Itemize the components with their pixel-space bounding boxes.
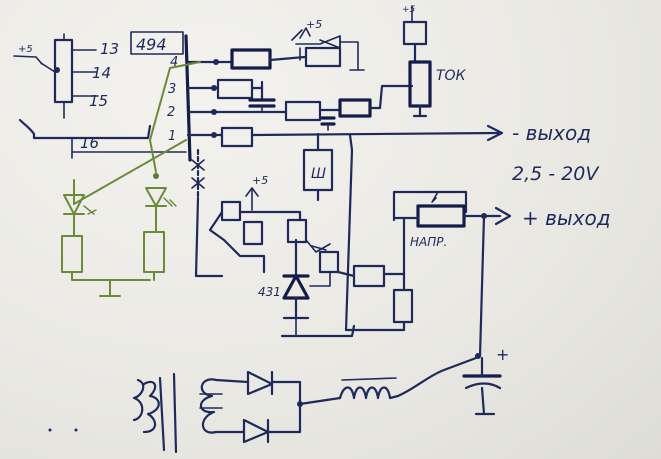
- pin-14: 14: [92, 64, 111, 82]
- green-indicators: [61, 61, 201, 297]
- voltage-adjust: + выход НАПР.: [336, 190, 611, 358]
- shunt-label: Ш: [311, 166, 326, 182]
- resistor-r3: [216, 78, 254, 100]
- voltage-potentiometer: [416, 204, 466, 228]
- resistor-r5: [338, 98, 372, 118]
- ref-431-label: 431: [258, 285, 281, 299]
- resistor-r2: [304, 46, 342, 68]
- resistor-r10: [318, 250, 340, 274]
- resistor-r4: [284, 100, 322, 122]
- pin2-network: +5 ТОК: [186, 5, 467, 131]
- power-supply-section: +: [48, 345, 509, 454]
- pin1-network: - выход 2,5 - 20V Ш: [186, 121, 600, 332]
- green-resistor-2: [143, 231, 165, 273]
- current-pot-label: ТОК: [436, 68, 467, 84]
- out-range-label: 2,5 - 20V: [512, 163, 600, 185]
- plus5-label-d: +5: [252, 174, 268, 187]
- pin4-network: +5: [186, 18, 365, 71]
- chip-left-pins: +5 13 14 15 16: [13, 33, 187, 159]
- pin-15: 15: [89, 92, 108, 110]
- out-plus-label: + выход: [522, 206, 611, 230]
- pin-1: 1: [168, 129, 176, 144]
- resistor-r12: [352, 264, 386, 288]
- resistor-r9: [286, 218, 308, 244]
- chip-494: 494 4 3 2 1: [130, 31, 192, 162]
- pin-2: 2: [167, 105, 175, 120]
- green-resistor-1: [61, 235, 83, 273]
- resistor-r7: [220, 126, 254, 148]
- pin-3: 3: [168, 82, 176, 97]
- plus5-label-c: +5: [402, 5, 416, 15]
- pin3-network: [186, 78, 276, 113]
- regulator-section: +5 431: [191, 148, 356, 338]
- out-minus-label: - выход: [512, 121, 591, 145]
- mains-input: [132, 378, 145, 422]
- plus5-label-b: +5: [306, 18, 322, 31]
- chip-label-box: [130, 31, 184, 55]
- resistor-r11: [392, 288, 414, 324]
- plus5-label-a: +5: [18, 44, 33, 55]
- transistor-box: [220, 200, 242, 222]
- resistor-r6: [402, 20, 428, 46]
- cap-plus-label: +: [496, 345, 509, 364]
- chip-name: 494: [136, 35, 167, 54]
- pin-13: 13: [100, 40, 119, 58]
- resistor-r1: [230, 48, 272, 70]
- voltage-pot-label: НАПР.: [410, 235, 447, 249]
- resistor-r8: [242, 220, 264, 246]
- current-potentiometer: [408, 60, 432, 108]
- pin-4: 4: [170, 55, 178, 70]
- pin-16: 16: [80, 134, 99, 152]
